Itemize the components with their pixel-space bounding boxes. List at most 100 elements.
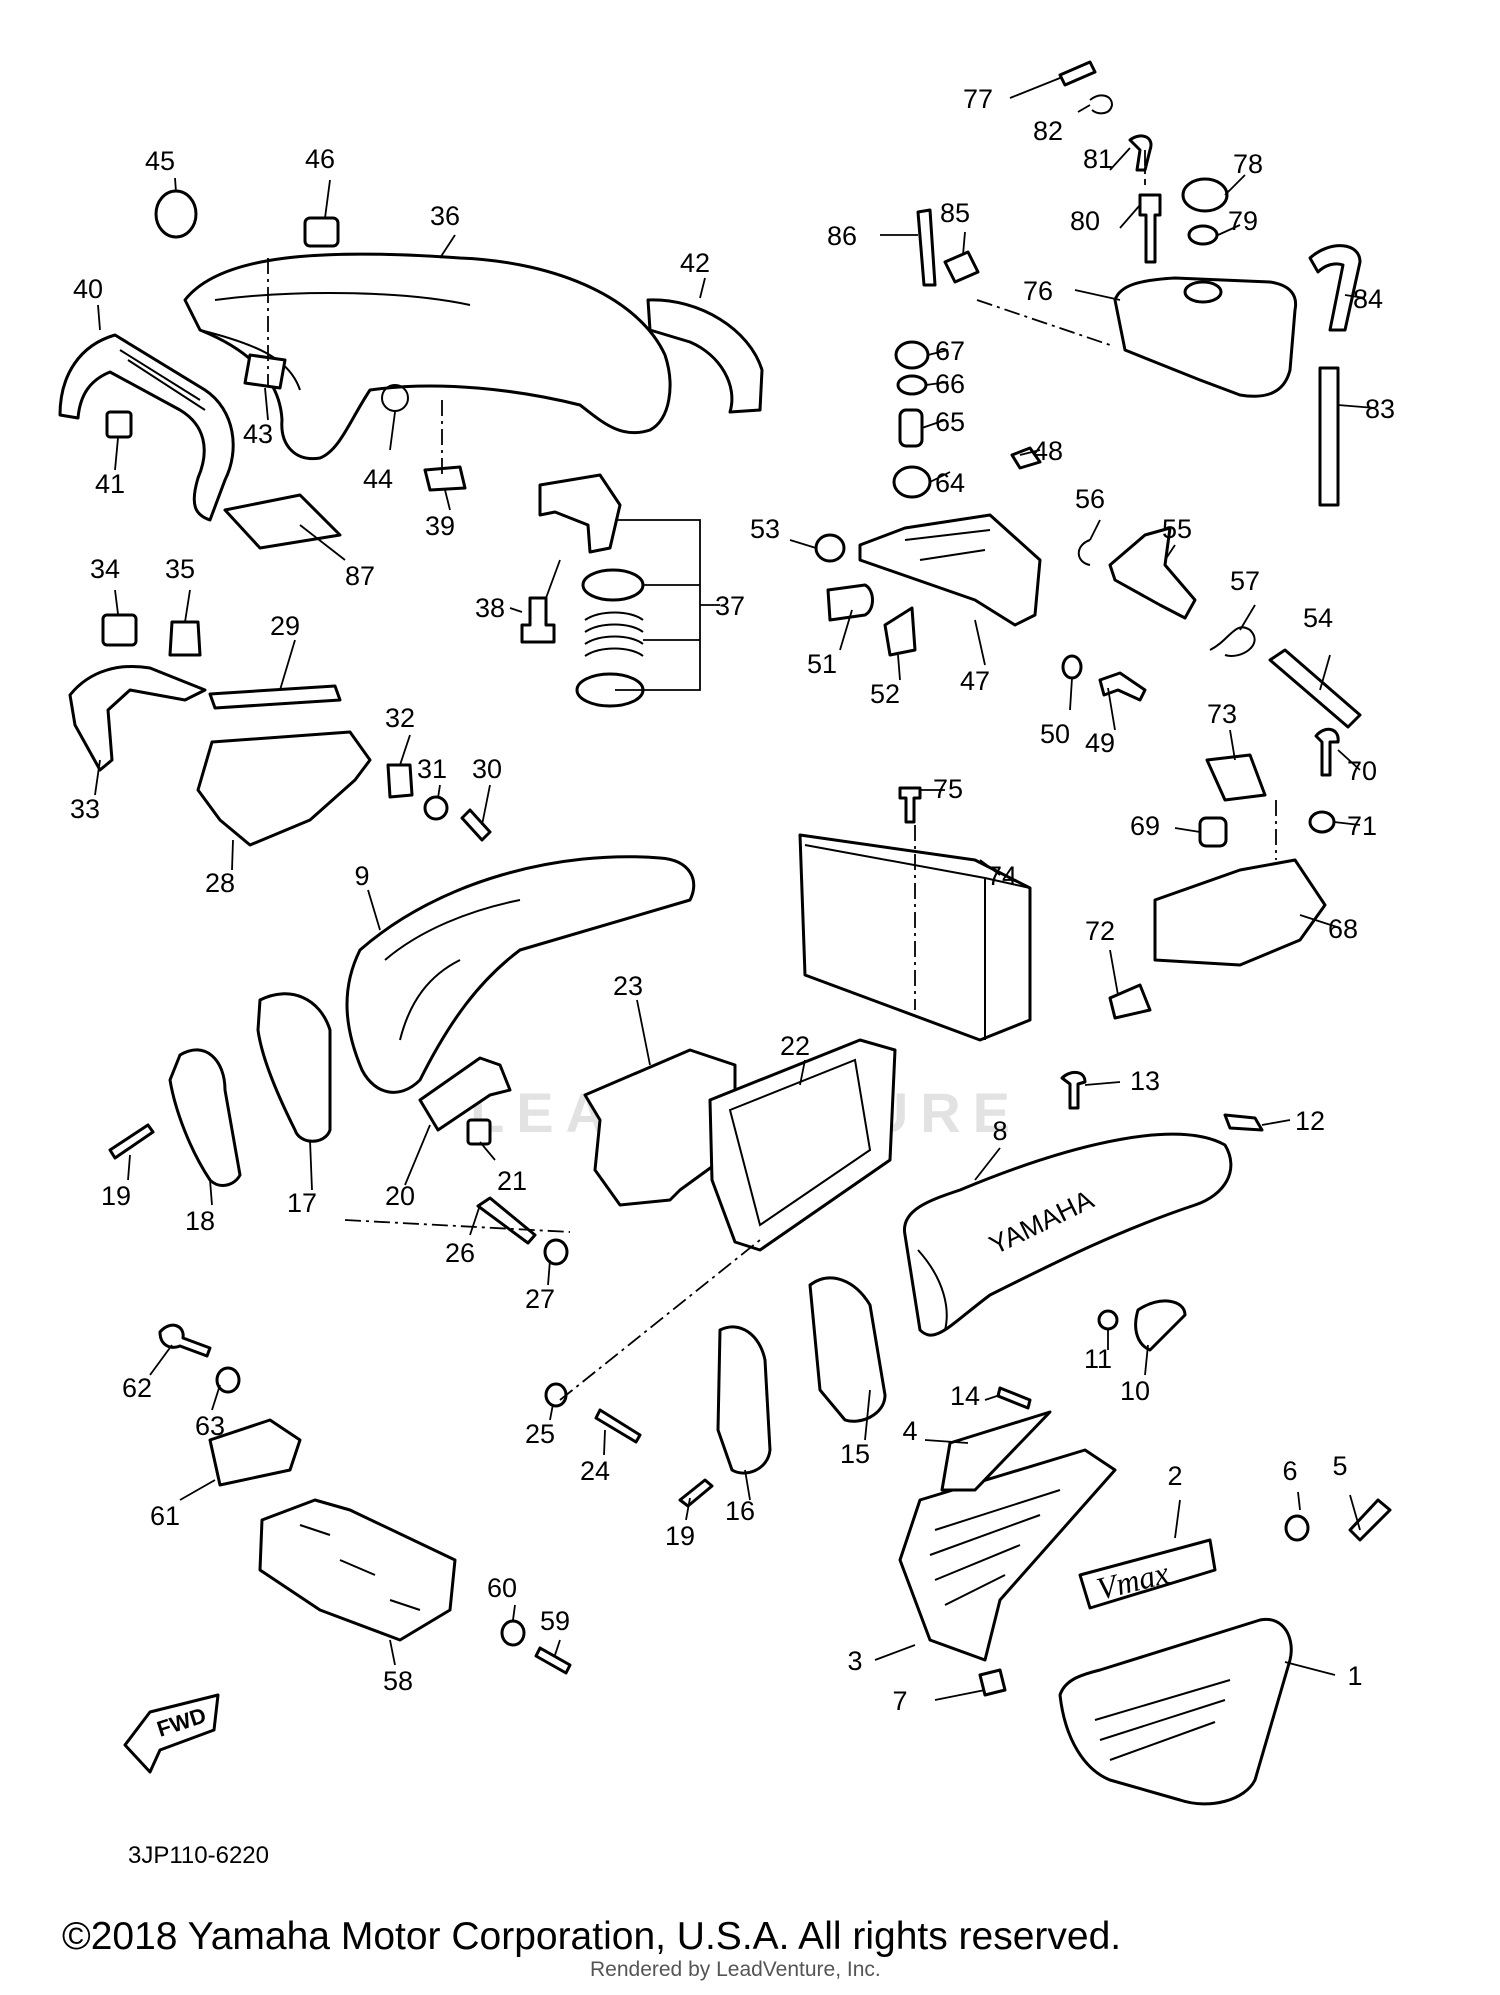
part-55-lever: [1108, 526, 1197, 620]
callout-69: 69: [1130, 811, 1160, 841]
callout-46: 46: [305, 144, 335, 174]
callout-44: 44: [363, 464, 393, 494]
callout-65: 65: [935, 407, 965, 437]
callout-77: 77: [963, 84, 993, 114]
callout-63: 63: [195, 1411, 225, 1441]
part-27-washer: [543, 1238, 569, 1266]
callout-86: 86: [827, 221, 857, 251]
fwd-arrow: [123, 1693, 220, 1774]
part-20-bracket: [418, 1056, 512, 1132]
callout-52: 52: [870, 679, 900, 709]
callout-8: 8: [992, 1116, 1007, 1146]
callout-36: 36: [430, 201, 460, 231]
callout-73: 73: [1207, 699, 1237, 729]
callout-82: 82: [1033, 116, 1063, 146]
part-31-washer: [423, 795, 449, 821]
part-3-side-cover: [898, 1448, 1117, 1662]
callout-18: 18: [185, 1206, 215, 1236]
part-63-nut: [215, 1366, 241, 1394]
callout-25: 25: [525, 1419, 555, 1449]
callout-41: 41: [95, 469, 125, 499]
part-51-shaft: [826, 583, 874, 622]
callout-74: 74: [987, 861, 1017, 891]
callout-4: 4: [902, 1416, 917, 1446]
part-56-clip: [1077, 539, 1091, 566]
part-23-plate: [583, 1048, 737, 1207]
part-53-grommet: [814, 533, 846, 563]
callout-58: 58: [383, 1666, 413, 1696]
part-80-fitting: [1138, 193, 1162, 264]
part-71-nut: [1308, 810, 1336, 834]
part-49-bolt: [1098, 671, 1147, 702]
callout-72: 72: [1085, 916, 1115, 946]
part-82-clip: [1089, 94, 1114, 115]
part-19-screw-left: [108, 1123, 155, 1160]
part-42-side-grab: [646, 298, 764, 414]
part-10-bracket: [1134, 1299, 1187, 1352]
drawing-code: 3JP110-6220: [128, 1842, 269, 1869]
part-72-pad: [1108, 983, 1152, 1020]
part-1-side-cover: [1058, 1617, 1293, 1806]
callout-40: 40: [73, 274, 103, 304]
part-57-spring: [1209, 626, 1256, 657]
callout-13: 13: [1130, 1066, 1160, 1096]
callout-3: 3: [847, 1646, 862, 1676]
callout-49: 49: [1085, 728, 1115, 758]
callout-7: 7: [892, 1686, 907, 1716]
part-60-washer: [500, 1619, 526, 1647]
callout-48: 48: [1033, 436, 1063, 466]
callout-24: 24: [580, 1456, 610, 1486]
callout-19: 19: [665, 1521, 695, 1551]
callout-47: 47: [960, 666, 990, 696]
part-8-side-cover: [903, 1132, 1233, 1337]
part-74-battery-box: [798, 833, 1032, 1042]
callout-19: 19: [101, 1181, 131, 1211]
part-83-hose: [1318, 366, 1340, 507]
callout-78: 78: [1233, 149, 1263, 179]
part-6-washer: [1284, 1514, 1310, 1542]
callout-2: 2: [1167, 1461, 1182, 1491]
callout-1: 1: [1347, 1661, 1362, 1691]
part-11-washer: [1097, 1309, 1119, 1331]
callout-57: 57: [1230, 566, 1260, 596]
part-16-panel: [716, 1325, 772, 1475]
part-17-panel: [256, 992, 332, 1143]
callout-83: 83: [1365, 394, 1395, 424]
callout-9: 9: [354, 861, 369, 891]
callout-17: 17: [287, 1188, 317, 1218]
callout-50: 50: [1040, 719, 1070, 749]
callout-75: 75: [933, 774, 963, 804]
part-81-clip: [1128, 134, 1153, 172]
part-37-bracket-set: [538, 473, 645, 708]
callout-85: 85: [940, 198, 970, 228]
part-14-screw: [996, 1386, 1032, 1410]
part-24-screw: [594, 1408, 642, 1444]
part-48-clip: [1010, 446, 1042, 470]
part-45-cap: [154, 189, 198, 239]
part-66-washer: [896, 374, 928, 396]
part-52-bracket: [883, 606, 917, 657]
part-62-bolt: [158, 1323, 212, 1358]
part-7-clip: [978, 1668, 1007, 1697]
part-54-shaft: [1268, 648, 1362, 729]
callout-29: 29: [270, 611, 300, 641]
part-77-pin: [1058, 60, 1097, 87]
part-34-clip: [101, 613, 138, 647]
callout-51: 51: [807, 649, 837, 679]
part-84-hose: [1308, 244, 1362, 332]
callout-45: 45: [145, 146, 175, 176]
part-33-bracket: [68, 664, 207, 772]
callout-60: 60: [487, 1573, 517, 1603]
callout-64: 64: [935, 468, 965, 498]
callout-42: 42: [680, 248, 710, 278]
callout-80: 80: [1070, 206, 1100, 236]
part-59-bolt: [534, 1646, 572, 1675]
part-86-pin: [916, 208, 937, 287]
callout-59: 59: [540, 1606, 570, 1636]
part-22-frame: [708, 1038, 897, 1252]
callout-81: 81: [1083, 144, 1113, 174]
part-5-bolt: [1348, 1498, 1392, 1542]
part-58-bracket: [258, 1498, 457, 1642]
callout-15: 15: [840, 1439, 870, 1469]
